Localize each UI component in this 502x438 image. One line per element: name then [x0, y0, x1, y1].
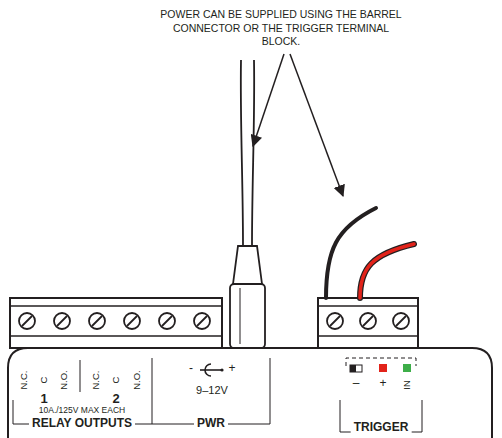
- plug-detail: [240, 288, 241, 344]
- callout-arrow: [290, 54, 343, 196]
- power-cable: [252, 60, 254, 246]
- screw-row: [19, 313, 210, 329]
- terminal-block-edge: [10, 305, 222, 307]
- pin-name: N.O.: [59, 370, 69, 390]
- screw: [360, 313, 376, 329]
- screw: [327, 313, 343, 329]
- screw: [124, 313, 140, 329]
- pin-name: C: [39, 377, 49, 384]
- screw-slot: [197, 316, 207, 326]
- wire-color-swatch: [350, 365, 362, 372]
- screw: [89, 313, 105, 329]
- red-wire: [360, 244, 414, 298]
- screw: [19, 313, 35, 329]
- screw-slot: [396, 316, 406, 326]
- pin-name: IN: [402, 380, 412, 390]
- terminal-block-edge: [10, 335, 222, 337]
- terminal-block-edge: [318, 335, 418, 337]
- polarity-sign: -: [189, 362, 193, 375]
- polarity-sign: +: [379, 377, 386, 390]
- screw: [159, 313, 175, 329]
- barrel-symbol: [220, 368, 223, 371]
- pin-name: N.C.: [19, 371, 29, 390]
- divider-line: [80, 360, 81, 392]
- red-wire-outline: [360, 244, 414, 298]
- screw-slot: [57, 316, 67, 326]
- pin-name: N.O.: [132, 370, 142, 390]
- rating-note: 10A./125V MAX EACH: [39, 406, 125, 415]
- terminal-block: [318, 298, 418, 348]
- screw-slot: [127, 316, 137, 326]
- section-label: RELAY OUTPUTS: [29, 417, 135, 430]
- device-housing: [8, 348, 492, 438]
- relay-number: 1: [40, 392, 47, 406]
- wire-color-swatch: [379, 364, 387, 372]
- wire-color-swatch: [403, 364, 411, 372]
- terminal-block: [10, 298, 222, 348]
- screw: [393, 313, 409, 329]
- screw-slot: [330, 316, 340, 326]
- strain-relief: [233, 246, 262, 284]
- pin-name: C: [111, 377, 121, 384]
- screw: [54, 313, 70, 329]
- black-wire: [326, 208, 376, 298]
- relay-number: 2: [112, 392, 119, 406]
- section-label: PWR: [194, 417, 228, 430]
- wire-color-swatch: [350, 365, 356, 372]
- screw-slot: [363, 316, 373, 326]
- screw-slot: [92, 316, 102, 326]
- screw-slot: [162, 316, 172, 326]
- screw-slot: [22, 316, 32, 326]
- bracket: [152, 358, 270, 424]
- terminal-block-edge: [318, 305, 418, 307]
- section-label: TRIGGER: [351, 422, 412, 435]
- power-cable: [241, 60, 243, 246]
- barrel-plug: [230, 284, 265, 348]
- pin-name: N.C.: [91, 371, 101, 390]
- screw: [194, 313, 210, 329]
- callout-note: POWER CAN BE SUPPLIED USING THE BARREL C…: [156, 8, 406, 49]
- voltage-range: 9–12V: [196, 384, 228, 396]
- callout-arrow: [253, 54, 284, 146]
- divider-line: [152, 358, 153, 424]
- polarity-sign: +: [228, 362, 235, 375]
- barrel-symbol: [200, 369, 222, 371]
- polarity-sign: –: [353, 377, 360, 390]
- screw-row: [327, 313, 409, 329]
